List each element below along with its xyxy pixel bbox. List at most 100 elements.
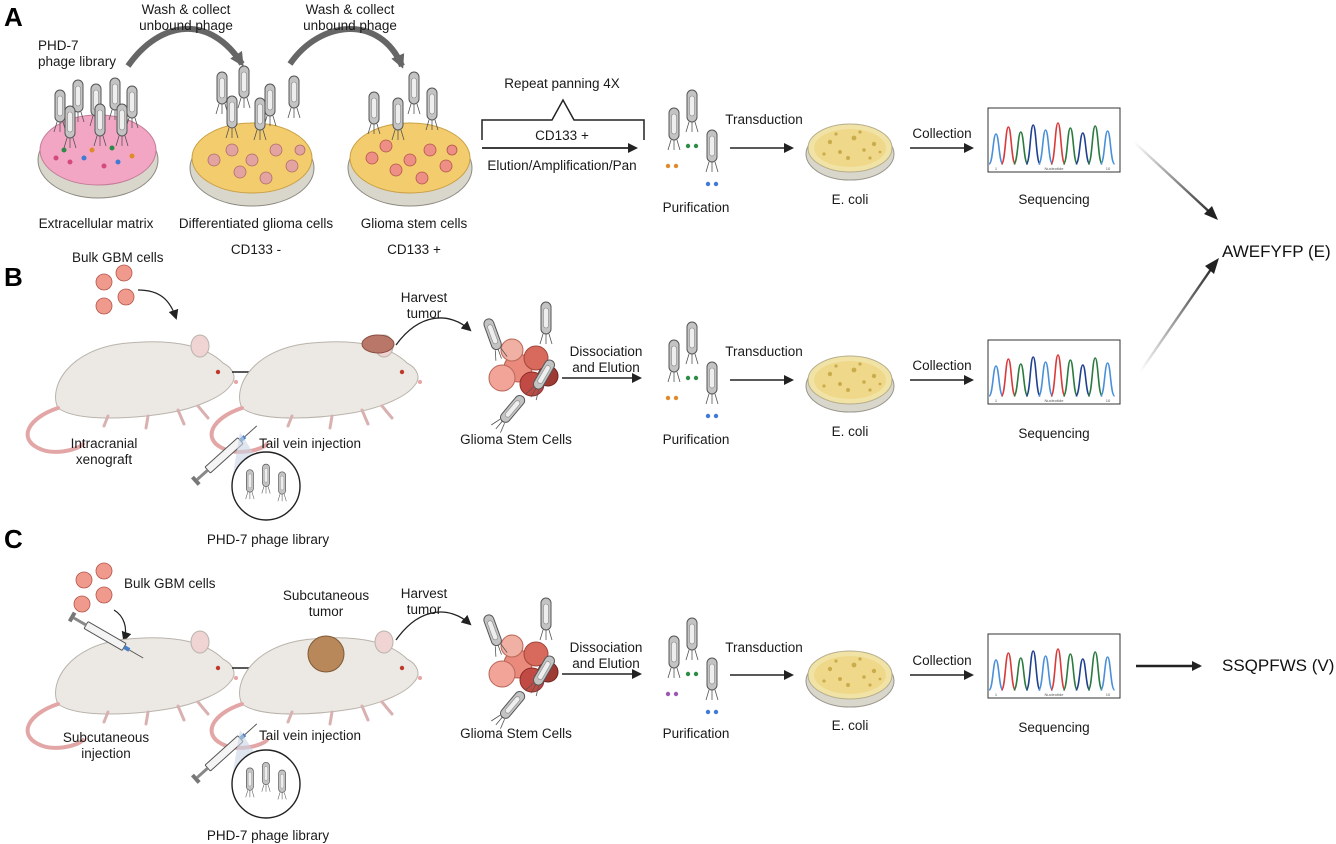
chromatogram-peak: [1025, 650, 1041, 691]
label-elution-amplification: Elution/Amplification/Pan: [487, 158, 637, 173]
panel-label-a: A: [4, 2, 23, 32]
arrow-c-bulk-to-mouse: [113, 609, 132, 642]
chromatogram-peak: [1087, 357, 1103, 397]
panel-label-b: B: [4, 262, 23, 292]
ecoli-dish-c: [805, 650, 895, 708]
chromatogram-axis-end: 10: [1106, 166, 1111, 171]
result-ssqpfws: SSQPFWS (V): [1222, 656, 1335, 675]
chromatogram-peak: [1013, 657, 1029, 691]
chromatogram-peak: [1000, 126, 1017, 165]
chromatogram-peak: [1000, 652, 1017, 691]
chromatogram-axis-end: 10: [1106, 692, 1111, 697]
chromatogram-peak: [1099, 130, 1116, 165]
label-harvest-tumor-c: Harvest tumor: [400, 586, 448, 617]
label-repeat-panning: Repeat panning 4X: [504, 76, 620, 91]
label-ecoli-b: E. coli: [831, 424, 869, 439]
dish-differentiated-glioma: [189, 65, 315, 207]
label-purification-a: Purification: [662, 200, 730, 215]
repeat-panning-bracket: [481, 98, 645, 140]
label-dissociation-b: Dissociation and Elution: [569, 344, 643, 375]
label-phd7-library-a: PHD-7 phage library: [38, 38, 117, 69]
label-sequencing-a: Sequencing: [1018, 192, 1090, 207]
label-phd7-library-b: PHD-7 phage library: [206, 532, 330, 547]
label-collection-b: Collection: [912, 358, 972, 373]
label-sequencing-b: Sequencing: [1018, 426, 1090, 441]
label-collection-c: Collection: [912, 653, 972, 668]
chromatogram-axis-label: Nucleotide: [1045, 692, 1065, 697]
label-harvest-tumor-b: Harvest tumor: [400, 290, 448, 321]
label-wash-2: Wash & collect unbound phage: [303, 2, 397, 33]
ecoli-dish-a: [805, 123, 895, 181]
chromatogram-peak: [1087, 651, 1103, 691]
arrow-b-result: [1139, 261, 1217, 373]
label-purification-b: Purification: [662, 432, 730, 447]
arrow-c-harvest: [395, 611, 472, 641]
label-gsc-c: Glioma Stem Cells: [460, 726, 572, 741]
label-differentiated-glioma: Differentiated glioma cells: [178, 216, 334, 231]
arrow-b-result-head: [1205, 258, 1219, 274]
bulk-gbm-cells-c: [73, 562, 113, 613]
chromatogram-peak: [1050, 648, 1066, 691]
label-ecoli-c: E. coli: [831, 718, 869, 733]
result-awefyfp: AWEFYFP (E): [1222, 242, 1331, 261]
label-cd133-bracket: CD133 +: [535, 128, 589, 143]
ecoli-dish-b: [805, 355, 895, 413]
purified-phages-c: [665, 617, 719, 715]
chromatogram-peak: [1025, 124, 1041, 165]
chromatogram-axis-label: Nucleotide: [1045, 398, 1065, 403]
chromatogram-peak: [1037, 361, 1054, 397]
label-transduction-b: Transduction: [725, 344, 803, 359]
chromatogram-peak: [1050, 122, 1066, 165]
label-dissociation-c: Dissociation and Elution: [569, 640, 643, 671]
label-transduction-a: Transduction: [725, 112, 803, 127]
label-tail-vein-c: Tail vein injection: [258, 728, 362, 743]
chromatogram-axis-start: 1: [995, 166, 998, 171]
purified-phages-b: [665, 321, 719, 419]
chromatogram-peak: [988, 133, 1004, 165]
chromatogram-peak: [1075, 658, 1091, 691]
label-bulk-gbm-c: Bulk GBM cells: [124, 576, 216, 591]
label-transduction-c: Transduction: [725, 640, 803, 655]
brain-tumor: [361, 334, 395, 354]
chromatogram-peak: [1062, 653, 1079, 691]
chromatogram-peak: [1062, 127, 1079, 165]
chromatogram-peak: [1025, 356, 1041, 397]
chromatogram-peak: [1050, 354, 1066, 397]
arrow-b-harvest: [395, 317, 472, 346]
dish-glioma-stem-cells: [347, 71, 473, 207]
label-collection-a: Collection: [912, 126, 972, 141]
chromatogram-axis-label: Nucleotide: [1045, 166, 1065, 171]
mouse-intracranial: [25, 333, 240, 454]
curved-arrow-wash-2: [287, 26, 405, 69]
mouse-tail-vein-b: [209, 333, 424, 454]
chromatogram-peak: [1075, 132, 1091, 165]
glioma-stem-cells-b: [481, 301, 559, 434]
label-cd133-pos: CD133 +: [387, 242, 441, 257]
chromatogram-peak: [1037, 129, 1054, 165]
label-intracranial-xenograft: Intracranial xenograft: [70, 436, 138, 467]
chromatogram-peak: [988, 659, 1004, 691]
glioma-stem-cells-c: [481, 597, 559, 730]
label-extracellular-matrix: Extracellular matrix: [38, 216, 154, 231]
label-sequencing-c: Sequencing: [1018, 720, 1090, 735]
label-tail-vein-b: Tail vein injection: [258, 436, 362, 451]
chromatogram-peak: [1075, 364, 1091, 397]
dish-extracellular-matrix: [37, 77, 159, 199]
chromatogram-peak: [1013, 131, 1029, 165]
chromatogram-peak: [1013, 363, 1029, 397]
chromatogram-axis-start: 1: [995, 692, 998, 697]
purified-phages-a: [665, 89, 719, 187]
bulk-gbm-cells-b: [95, 264, 135, 315]
chromatogram-peak: [1037, 655, 1054, 691]
chromatogram-peak: [1000, 358, 1017, 397]
label-gsc-b: Glioma Stem Cells: [460, 432, 572, 447]
arrow-a-result-head: [1204, 206, 1218, 220]
label-ecoli-a: E. coli: [831, 192, 869, 207]
chromatogram-c: 1 10 Nucleotide: [987, 633, 1121, 699]
chromatogram-peak: [1087, 125, 1103, 165]
chromatogram-peak: [1099, 362, 1116, 397]
arrow-b-bulk-to-mouse: [137, 289, 179, 320]
label-glioma-stem-cells-a: Glioma stem cells: [360, 216, 468, 231]
